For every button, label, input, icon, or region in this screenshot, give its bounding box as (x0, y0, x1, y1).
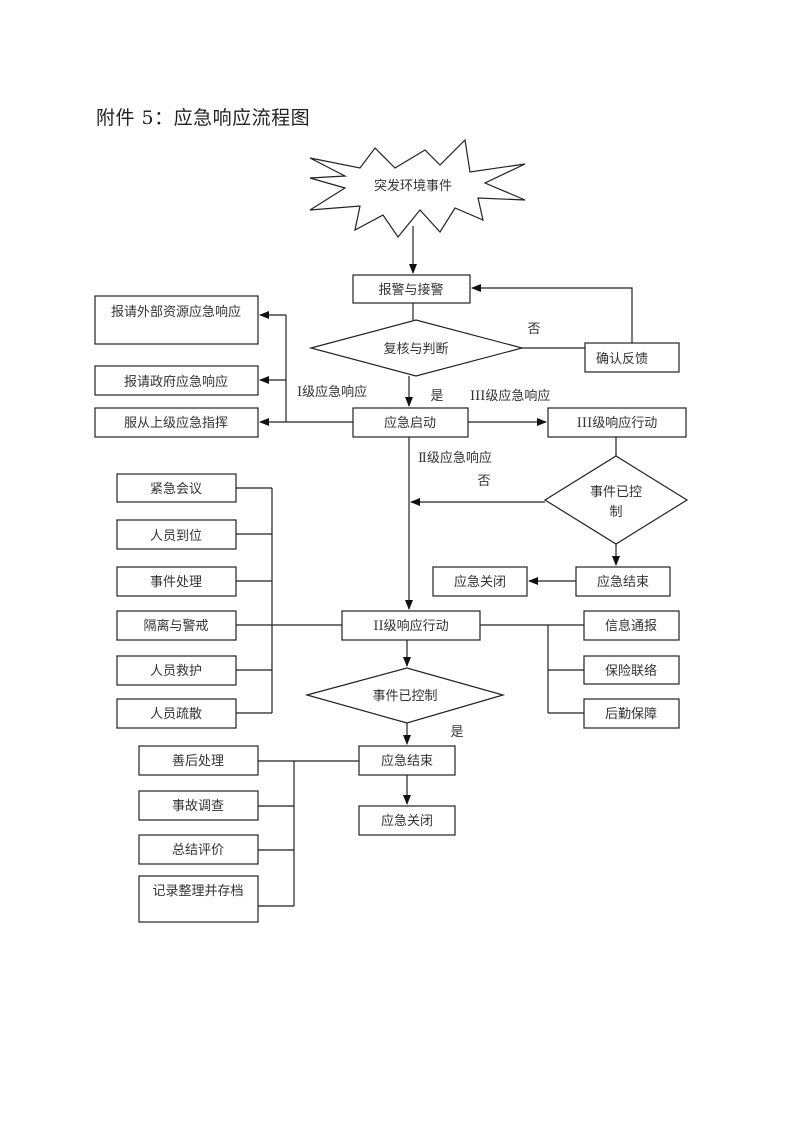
node-label: 应急结束 (381, 753, 433, 769)
close-node-lower: 应急关闭 (358, 805, 456, 836)
page-title: 附件 5：应急响应流程图 (96, 107, 311, 129)
node-label: 后勤保障 (605, 707, 657, 722)
label-no-review: 否 (527, 322, 540, 337)
node-box (358, 745, 456, 776)
left-task-item: 事件处理 (116, 566, 237, 597)
node-label: 应急关闭 (454, 574, 506, 590)
node-box (116, 519, 237, 550)
node-label: 复核与判断 (383, 342, 448, 357)
node-label: III级响应行动 (577, 415, 657, 431)
node-box (547, 407, 687, 438)
node-label: 事件处理 (150, 575, 202, 590)
right-task-list: 信息通报 保险联络 后勤保障 (583, 610, 680, 729)
alarm-node: 报警与接警 (352, 274, 471, 304)
level3-action-node: III级响应行动 (547, 407, 687, 438)
node-label: 事件已控 (590, 485, 642, 500)
node-label: 人员到位 (150, 529, 202, 544)
node-box (352, 407, 469, 438)
node-label: II级响应行动 (373, 618, 448, 634)
government-node: 报请政府应急响应 (94, 365, 259, 396)
node-box (138, 745, 259, 776)
label-yes-lower: 是 (450, 725, 463, 740)
end-node-lower: 应急结束 (358, 745, 456, 776)
node-box (584, 342, 680, 373)
node-label: 制 (609, 505, 622, 520)
node-box (432, 566, 528, 597)
node-label: 报请政府应急响应 (124, 374, 228, 390)
node-label: 保险联络 (605, 663, 657, 679)
after-task-item: 总结评价 (138, 834, 259, 865)
left-task-item: 紧急会议 (116, 473, 237, 503)
close-node-right: 应急关闭 (432, 566, 528, 597)
node-label: 报警与接警 (378, 282, 443, 298)
node-label: 应急关闭 (381, 813, 433, 829)
node-box (341, 610, 481, 641)
start-event-node: 突发环境事件 (309, 138, 526, 239)
label-yes-review: 是 (430, 389, 443, 404)
after-task-item: 善后处理 (138, 745, 259, 776)
controlled-decision-lower: 事件已控制 (304, 667, 506, 724)
label-level1: Ⅰ级应急响应 (297, 384, 367, 400)
node-label: 人员救护 (150, 663, 202, 679)
after-task-item: 事故调查 (138, 790, 259, 821)
right-task-item: 信息通报 (583, 610, 680, 641)
node-label: 事件已控制 (372, 689, 437, 704)
arrow-feedback-to-alarm (471, 284, 633, 343)
left-task-item: 人员到位 (116, 519, 237, 550)
node-box (116, 610, 237, 641)
review-decision: 复核与判断 (308, 319, 525, 377)
node-label: 记录整理并存档 (152, 884, 243, 899)
label-no-right: 否 (477, 474, 490, 489)
feedback-node: 确认反馈 (584, 342, 680, 373)
connectors (236, 226, 633, 907)
node-box (583, 698, 680, 729)
external-resources-node: 报请外部资源应急响应 (94, 295, 259, 345)
start-event-label: 突发环境事件 (374, 178, 452, 194)
node-box (138, 790, 259, 821)
node-box (583, 610, 680, 641)
left-task-item: 人员疏散 (116, 698, 237, 729)
node-label: 紧急会议 (150, 482, 202, 497)
node-box (94, 295, 259, 345)
end-node-right: 应急结束 (575, 566, 671, 597)
node-label: 服从上级应急指挥 (124, 415, 228, 431)
left-task-item: 隔离与警戒 (116, 610, 237, 641)
node-box (116, 566, 237, 597)
node-box (575, 566, 671, 597)
node-box (94, 407, 259, 438)
superior-command-node: 服从上级应急指挥 (94, 407, 259, 438)
node-box (138, 834, 259, 865)
node-box (116, 473, 237, 503)
right-task-item: 保险联络 (583, 655, 680, 685)
label-level3: III级应急响应 (470, 388, 550, 404)
left-task-list: 紧急会议 人员到位 事件处理 隔离与警戒 人员救护 人员疏散 (116, 473, 237, 729)
node-box (352, 274, 471, 304)
right-task-item: 后勤保障 (583, 698, 680, 729)
node-label: 隔离与警戒 (143, 618, 208, 634)
node-box (94, 365, 259, 396)
after-task-list: 善后处理 事故调查 总结评价 记录整理并存档 (138, 745, 259, 923)
controlled-decision-right: 事件已控 制 (543, 455, 689, 545)
node-label: 报请外部资源应急响应 (111, 304, 241, 320)
after-task-item: 记录整理并存档 (138, 875, 259, 923)
node-label: 确认反馈 (596, 352, 648, 367)
node-label: 善后处理 (172, 753, 224, 769)
label-level2: Ⅱ级应急响应 (418, 450, 492, 466)
node-box (358, 805, 456, 836)
node-box (116, 698, 237, 729)
node-box (583, 655, 680, 685)
launch-node: 应急启动 (352, 407, 469, 438)
node-label: 人员疏散 (150, 707, 202, 722)
node-box (138, 875, 259, 923)
node-label: 事故调查 (172, 799, 224, 814)
node-label: 总结评价 (172, 843, 224, 858)
left-task-item: 人员救护 (116, 655, 237, 686)
node-label: 应急启动 (384, 415, 436, 431)
node-label: 信息通报 (605, 618, 657, 634)
node-label: 应急结束 (597, 574, 649, 590)
node-box (116, 655, 237, 686)
level2-action-node: II级响应行动 (341, 610, 481, 641)
